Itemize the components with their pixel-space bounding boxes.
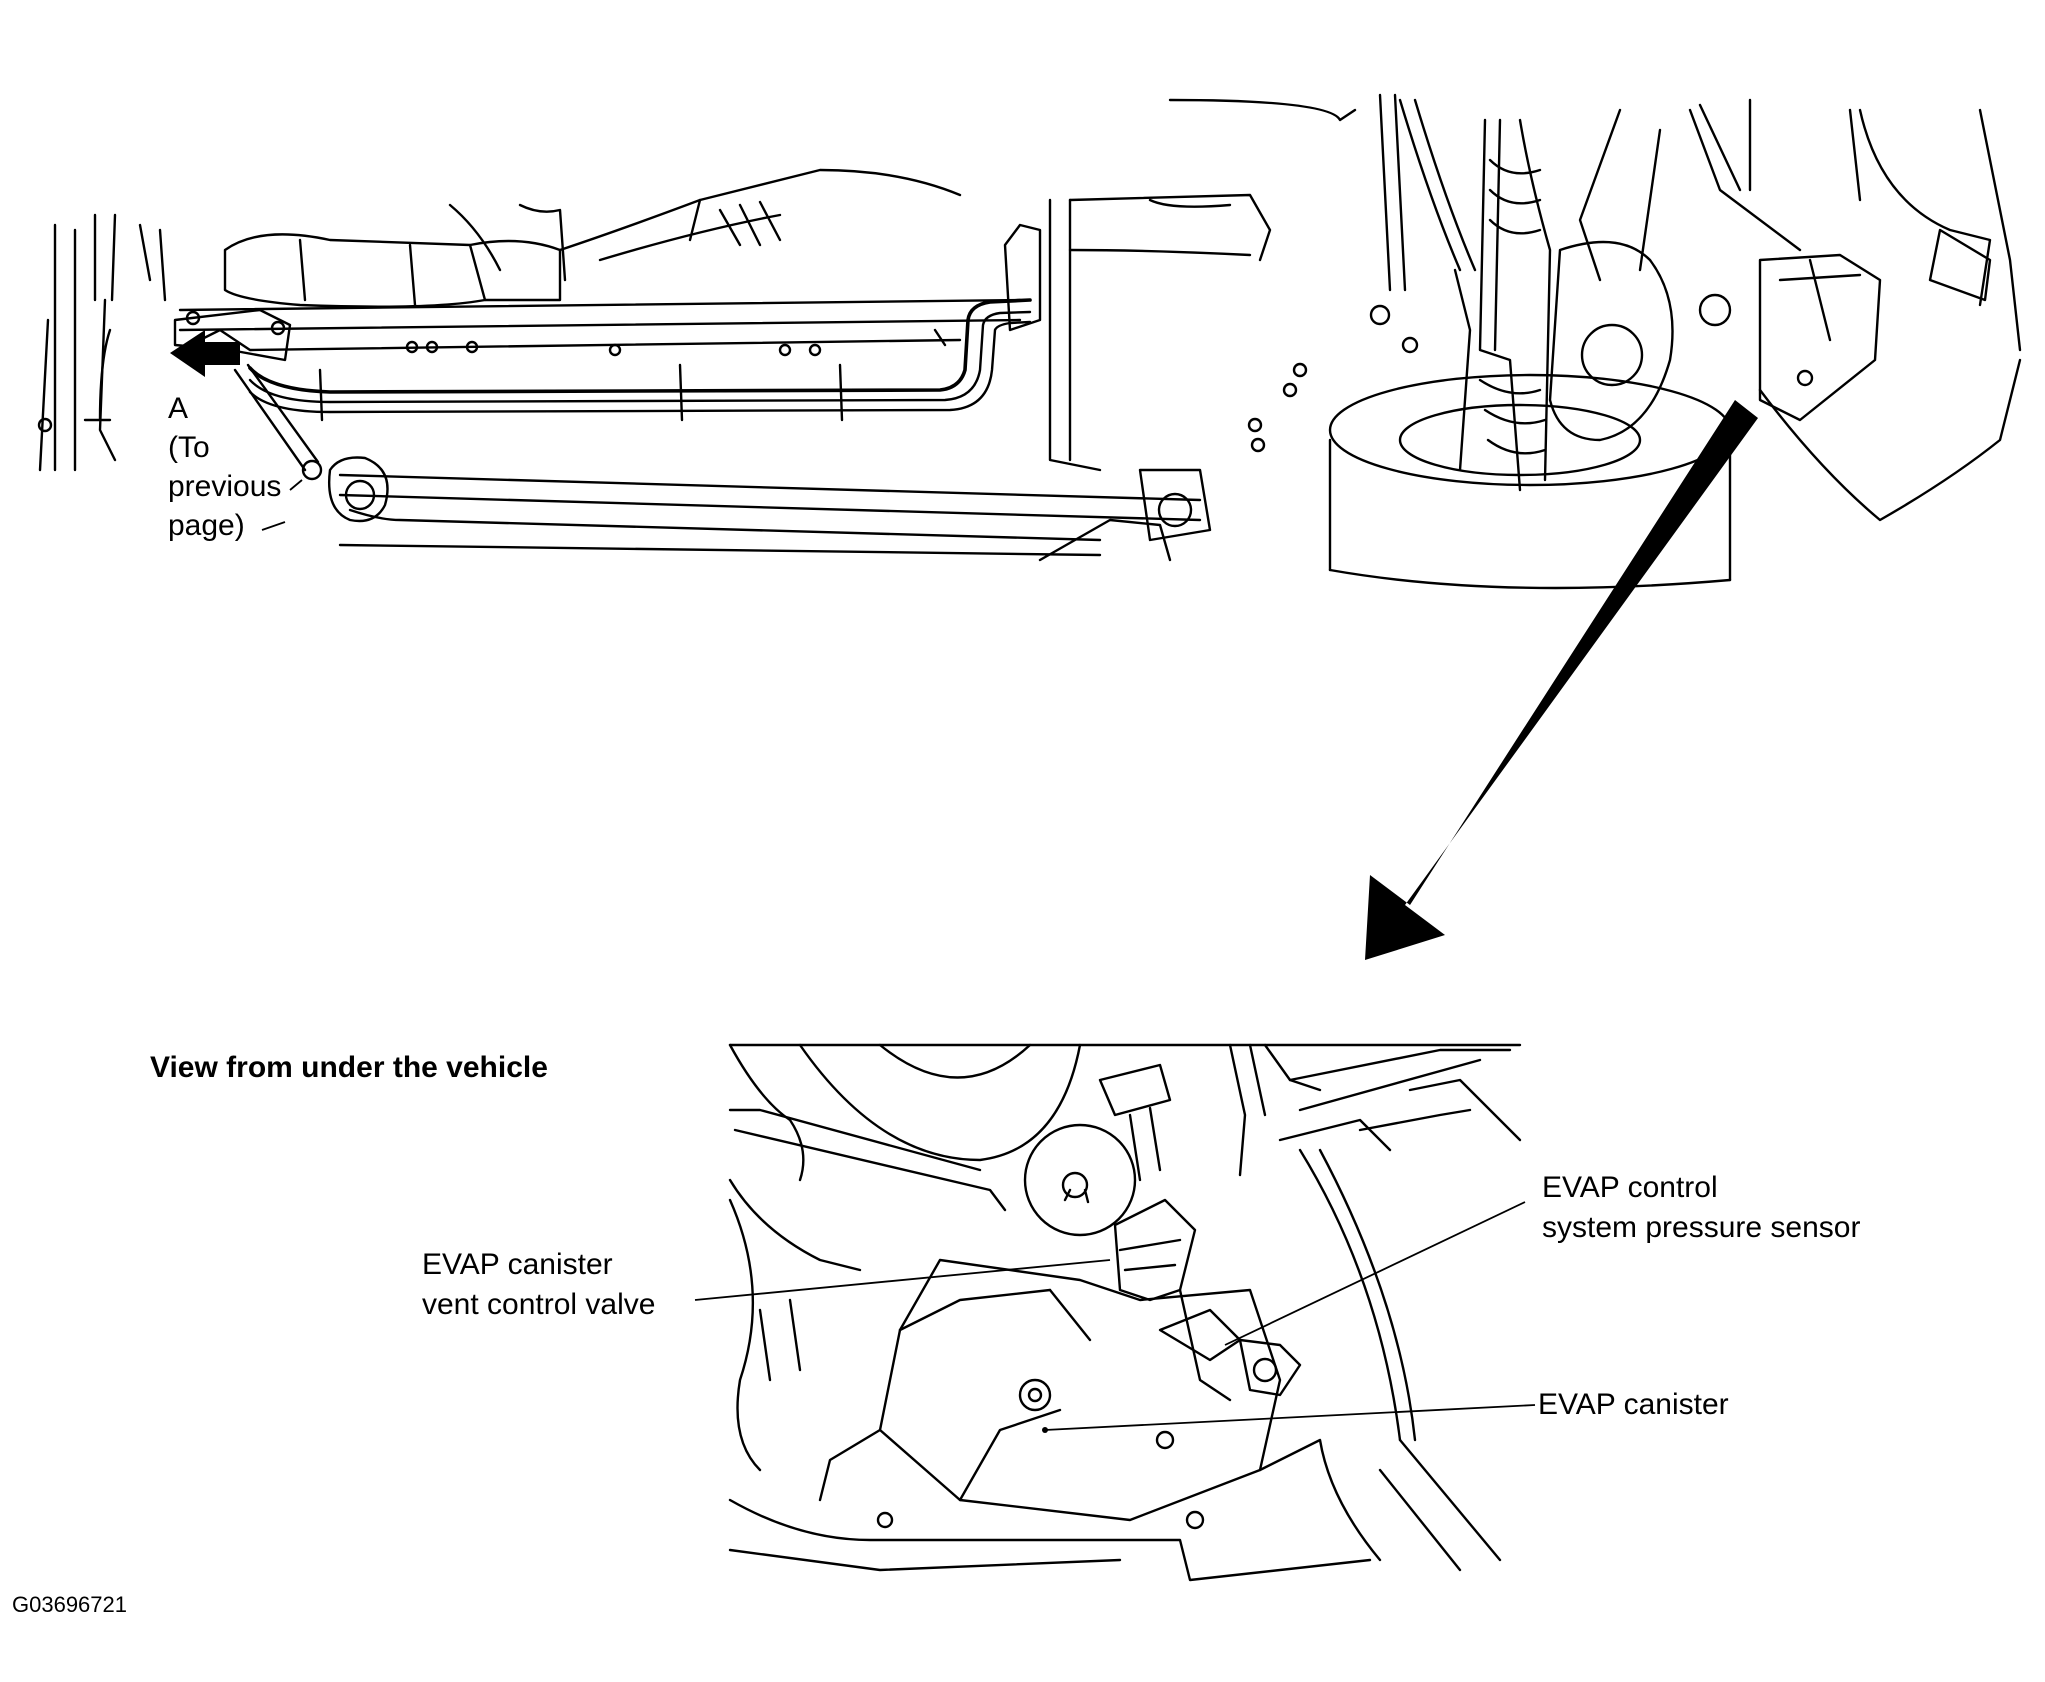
zoom-arrow-icon [1365,400,1758,960]
callout-a-line3: page) [168,509,245,542]
callout-a-line1: (To [168,431,210,464]
vent-valve-label-line1: EVAP canister [422,1248,613,1281]
underbody-overview [37,93,2022,590]
callout-a-letter: A [168,392,189,425]
canister-label: EVAP canister [1538,1388,1729,1421]
callout-a-line2: previous [168,470,282,503]
pressure-sensor-leader [1224,1201,1526,1346]
pressure-sensor-label-line1: EVAP control [1542,1171,1718,1204]
detail-view-heading: View from under the vehicle [150,1051,548,1084]
arrow-left-icon [170,330,240,377]
vent-valve-leader [694,1259,1111,1301]
canister-leader-dot [1042,1427,1048,1433]
callout-a-leader [261,479,303,531]
figure-id: G03696721 [12,1592,127,1617]
vent-valve-label-line2: vent control valve [422,1288,656,1321]
pressure-sensor-label-line2: system pressure sensor [1542,1211,1861,1244]
canister-leader [1044,1404,1536,1431]
detail-view-drawing [728,1043,1522,1582]
